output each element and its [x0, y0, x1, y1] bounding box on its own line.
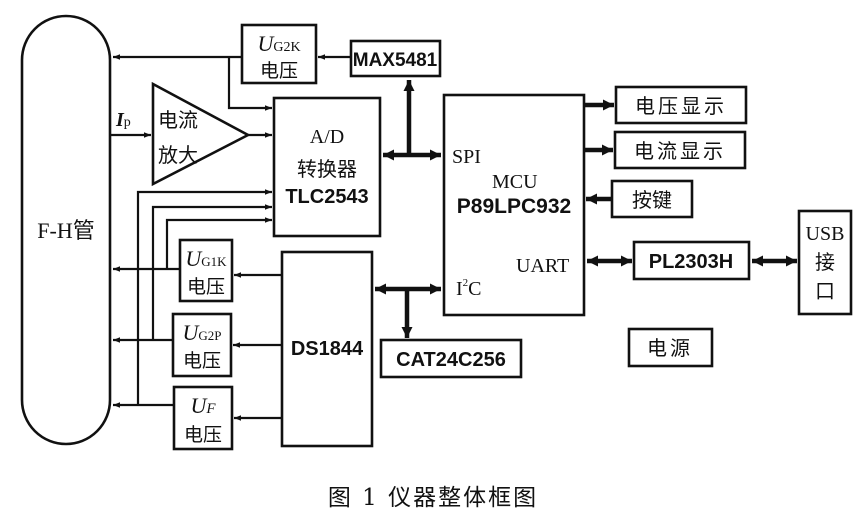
mcu-block: SPI MCU P89LPC932 UART I2C — [442, 93, 586, 317]
voltage-display-label: 电压显示 — [635, 94, 727, 118]
mcu-i2c-label: I2C — [456, 277, 482, 300]
ug2p-block: UG2P 电压 — [171, 312, 233, 378]
power-block: 电源 — [627, 327, 714, 368]
usb-block: USB 接 口 — [797, 209, 853, 316]
wire-uf-adc — [136, 189, 272, 405]
pl2303-block: PL2303H — [632, 240, 751, 281]
buses — [375, 80, 797, 338]
cat24c256-block: CAT24C256 — [379, 338, 523, 379]
max5481-block: MAX5481 — [349, 39, 442, 78]
uf-symbol: UF — [190, 393, 216, 418]
uf-label: 电压 — [184, 424, 222, 446]
usb-label-line1: USB — [806, 223, 845, 245]
ug2k-block: UG2K 电压 — [240, 23, 318, 85]
max5481-label: MAX5481 — [353, 50, 438, 71]
ug1k-symbol: UG1K — [185, 246, 227, 271]
ug1k-block: UG1K 电压 — [178, 238, 234, 303]
current-display-label: 电流显示 — [634, 139, 726, 163]
power-label: 电源 — [647, 336, 693, 360]
usb-label-line3: 口 — [815, 279, 835, 303]
wire-ug2k-adc — [227, 57, 272, 111]
adc-label-line1: A/D — [310, 126, 344, 148]
wire-ug2p-adc — [151, 204, 272, 340]
cat24c256-label: CAT24C256 — [396, 349, 506, 371]
ds1844-block: DS1844 — [280, 250, 374, 448]
mcu-spi-label: SPI — [452, 146, 481, 168]
ug2k-symbol: UG2K — [257, 31, 300, 56]
pl2303-label: PL2303H — [649, 251, 734, 273]
mcu-uart-label: UART — [516, 255, 569, 277]
keys-label: 按键 — [632, 188, 672, 212]
adc-block: A/D 转换器 TLC2543 — [272, 96, 382, 238]
uf-block: UF 电压 — [172, 385, 234, 451]
fh-tube-label: F-H管 — [37, 218, 94, 243]
current-display-block: 电流显示 — [613, 130, 747, 170]
ug2p-label: 电压 — [183, 350, 221, 372]
ug2k-label: 电压 — [260, 60, 298, 82]
figure-caption: 图 1 仪器整体框图 — [328, 485, 538, 511]
current-amplifier: 电流 放大 — [151, 81, 251, 187]
adc-label-line2: 转换器 — [297, 157, 357, 181]
ip-signal-label: Ip — [115, 109, 131, 131]
mcu-part-label: P89LPC932 — [457, 195, 571, 218]
wires — [111, 54, 351, 421]
mcu-title: MCU — [492, 171, 538, 193]
ug2p-symbol: UG2P — [182, 320, 221, 345]
ds1844-label: DS1844 — [291, 338, 364, 360]
voltage-display-block: 电压显示 — [614, 85, 748, 125]
ug1k-label: 电压 — [187, 276, 225, 298]
usb-label-line2: 接 — [815, 250, 835, 274]
amplifier-label-line2: 放大 — [158, 143, 198, 167]
amplifier-label-line1: 电流 — [158, 108, 198, 132]
keys-block: 按键 — [610, 179, 694, 219]
wire-ug1k-adc — [165, 217, 272, 269]
fh-tube-block: F-H管 — [20, 14, 112, 446]
adc-label-line3: TLC2543 — [285, 186, 368, 208]
